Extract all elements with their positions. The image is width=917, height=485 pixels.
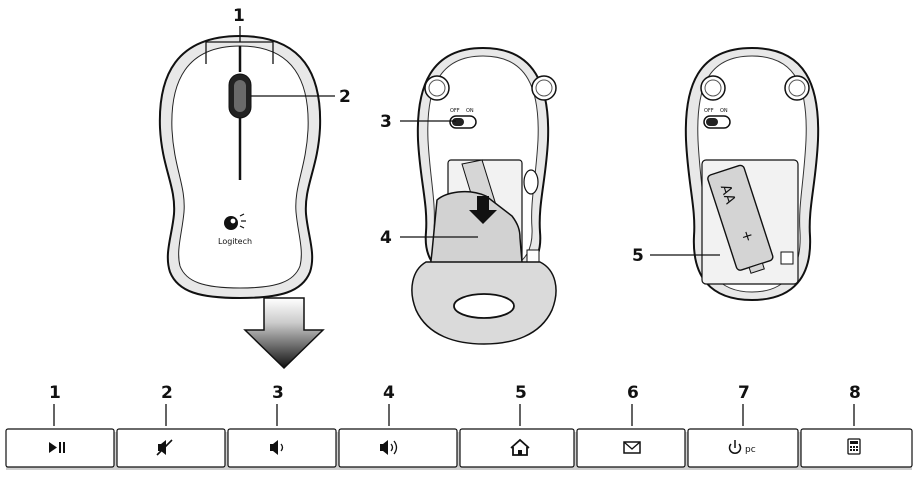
function-key-strip: 1 2 3 [6,383,912,470]
open-switch-label-off: OFF [704,108,714,114]
mouse-bottom-view-open: OFF ON AA + 5 [632,48,818,300]
callout-2: 2 [339,87,351,107]
function-key-1: 1 [6,383,114,467]
callout-4: 4 [380,228,392,248]
function-key-4: 4 [339,383,457,467]
cover-finger-grip [454,294,514,318]
mouse-top-view: Logitech 1 2 [160,6,351,368]
key-number-4: 4 [383,383,395,403]
key-4-surface [339,429,457,467]
callout-1: 1 [233,6,245,26]
function-key-6: 6 [577,383,685,467]
key-7-surface [688,429,798,467]
function-key-7: 7 pc [688,383,798,467]
function-key-3: 3 [228,383,336,467]
key-number-5: 5 [515,383,527,403]
function-key-2: 2 [117,383,225,467]
callout-3: 3 [380,112,392,132]
key-number-1: 1 [49,383,61,403]
pull-receiver-arrow-icon [245,298,323,368]
key-number-2: 2 [161,383,173,403]
power-switch-knob [452,118,464,126]
calculator-icon [848,439,860,454]
mouse-bottom-view-closed: OFF ON 3 4 [380,48,556,344]
logitech-logo-mark [224,216,238,230]
switch-label-off: OFF [450,108,460,114]
key-2-surface [117,429,225,467]
function-key-5: 5 [460,383,574,467]
mail-icon [624,442,640,453]
receiver-slot [527,250,539,262]
open-receiver-slot [781,252,793,264]
optical-sensor [524,170,538,194]
logitech-logo-text: Logitech [218,237,252,246]
open-power-switch-knob [706,118,718,126]
key-number-7: 7 [738,383,750,403]
function-key-8: 8 [801,383,912,467]
key-number-3: 3 [272,383,284,403]
callout-5: 5 [632,246,644,266]
open-switch-label-on: ON [720,108,728,114]
scroll-wheel-highlight [234,80,246,112]
switch-label-on: ON [466,108,474,114]
key-5-surface [460,429,574,467]
power-pc-label: pc [745,445,756,455]
key-number-8: 8 [849,383,861,403]
key-number-6: 6 [627,383,639,403]
